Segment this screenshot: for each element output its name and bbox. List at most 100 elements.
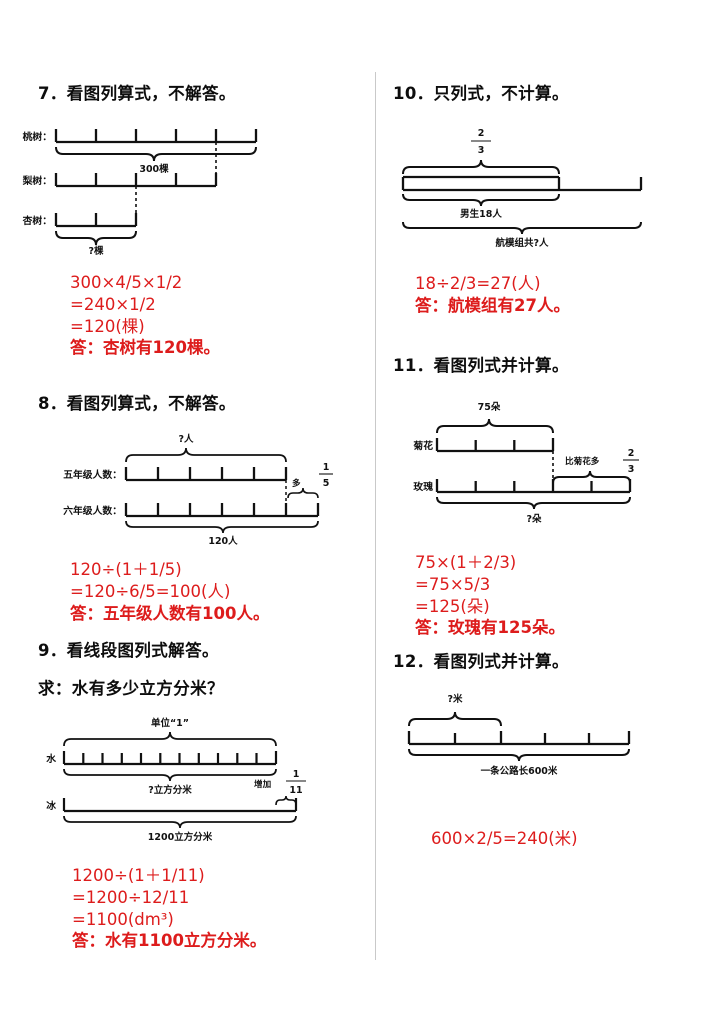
diagram-8-bar-1 xyxy=(124,503,320,518)
diagram-11-brace-label-above: 75朵 xyxy=(478,402,501,413)
question-block-9: 9．看线段图列式解答。 求：水有多少立方分米？ 单位“1” 水 xyxy=(38,637,378,952)
diagram-10: 2 3 男生18人 xyxy=(393,122,724,249)
diagram-9-row-label-0: 水 xyxy=(46,752,56,765)
answer-12-line-0: 600×2/5=240(米) xyxy=(431,829,578,848)
diagram-10-bar xyxy=(401,175,643,192)
diagram-11-extra-brace xyxy=(552,470,631,484)
diagram-9-brace-below-0 xyxy=(63,768,277,782)
answer-11-line-2: =125(朵) xyxy=(415,596,490,616)
diagram-10-part-label: 男生18人 xyxy=(460,208,502,220)
diagram-7-row-label-2: 杏树： xyxy=(22,214,52,227)
diagram-12-brace-below xyxy=(408,748,630,762)
answer-9-line-2: =1100(dm³) xyxy=(72,909,174,929)
diagram-7-row-label-1: 梨树： xyxy=(22,174,52,187)
diagram-8-brace-label-below: 120人 xyxy=(208,535,238,547)
diagram-9-extra-brace xyxy=(275,795,297,806)
diagram-9-brace-label-above: 单位“1” xyxy=(151,717,189,729)
diagram-8-bar-0 xyxy=(124,467,288,482)
question-title-8: 8．看图列算式，不解答。 xyxy=(38,394,236,413)
answer-8-line-2: 答：五年级人数有100人。 xyxy=(70,603,270,623)
answer-8-line-1: =120÷6/5=100(人) xyxy=(70,581,231,601)
diagram-10-brace-below-whole xyxy=(402,221,642,235)
answer-8-line-0: 120÷(1＋1/5) xyxy=(70,560,182,579)
question-block-10: 10．只列式，不计算。 2 3 xyxy=(393,80,724,317)
diagram-7-bar-2 xyxy=(54,213,138,228)
diagram-9: 单位“1” 水 ?立方分米 冰 xyxy=(38,715,378,843)
question-title-9: 9．看线段图列式解答。 xyxy=(38,641,219,660)
diagram-10-fraction-denominator: 3 xyxy=(478,145,485,156)
diagram-7-brace-label-0: 300棵 xyxy=(139,163,169,175)
diagram-9-brace-above-0 xyxy=(63,731,277,747)
diagram-8-brace-label-above: ?人 xyxy=(178,433,194,445)
diagram-11-bar-0 xyxy=(435,438,555,453)
answer-7-line-2: =120(棵) xyxy=(70,316,145,336)
diagram-8-fraction-numerator: 1 xyxy=(323,462,330,473)
diagram-11-bar-1 xyxy=(435,479,632,494)
diagram-8-fraction-denominator: 5 xyxy=(323,478,330,489)
diagram-9-fraction-denominator: 11 xyxy=(289,785,302,796)
answer-8: 120÷(1＋1/5) =120÷6/5=100(人) 答：五年级人数有100人… xyxy=(70,559,378,624)
diagram-9-brace-label-below-0: ?立方分米 xyxy=(148,784,192,796)
diagram-10-brace-above xyxy=(402,159,560,175)
diagram-12: ?米 一条公路长600米 xyxy=(393,690,724,780)
diagram-12-bar xyxy=(407,731,631,746)
diagram-11-row-label-0: 菊花 xyxy=(413,439,433,452)
diagram-11-fraction-denominator: 3 xyxy=(628,464,635,475)
diagram-9-bar-1 xyxy=(62,798,298,813)
diagram-9-brace-label-below-1: 1200立方分米 xyxy=(148,831,213,843)
question-title-12: 12．看图列式并计算。 xyxy=(393,652,569,671)
diagram-11-extra-label: 比菊花多 xyxy=(565,455,600,467)
answer-7-line-1: =240×1/2 xyxy=(70,294,156,314)
question-subtitle-9: 求：水有多少立方分米？ xyxy=(38,679,224,698)
diagram-10-fraction-numerator: 2 xyxy=(478,128,485,139)
diagram-12-brace-label-below: 一条公路长600米 xyxy=(481,765,558,777)
diagram-10-brace-below-part xyxy=(402,193,560,207)
question-title-10: 10．只列式，不计算。 xyxy=(393,84,569,103)
diagram-8-row-label-0: 五年级人数： xyxy=(63,468,122,481)
answer-11: 75×(1＋2/3) =75×5/3 =125(朵) 答：玫瑰有125朵。 xyxy=(415,552,724,639)
diagram-7: 桃树： 300棵 梨树： 杏树： xyxy=(22,120,378,257)
diagram-9-bar-0 xyxy=(62,751,278,766)
answer-12: 600×2/5=240(米) xyxy=(431,828,724,850)
diagram-7-brace-below-0 xyxy=(55,146,257,162)
diagram-8: ?人 五年级人数： 六年级人数： xyxy=(38,430,378,547)
answer-9-line-0: 1200÷(1＋1/11) xyxy=(72,866,205,885)
answer-11-line-0: 75×(1＋2/3) xyxy=(415,553,517,572)
diagram-11-row-label-1: 玫瑰 xyxy=(413,480,433,493)
diagram-12-brace-above xyxy=(408,711,502,727)
diagram-9-fraction-numerator: 1 xyxy=(293,769,300,780)
question-block-8: 8．看图列算式，不解答。 ?人 五年级人数： 六年级人数： xyxy=(38,390,378,624)
answer-10: 18÷2/3=27(人) 答：航模组有27人。 xyxy=(415,273,724,317)
answer-9: 1200÷(1＋1/11) =1200÷12/11 =1100(dm³) 答：水… xyxy=(72,865,378,952)
diagram-11-brace-above-0 xyxy=(436,418,554,434)
answer-7-line-3: 答：杏树有120棵。 xyxy=(70,338,220,358)
diagram-11: 75朵 菊花 比菊花多 2 3 xyxy=(393,398,724,525)
question-block-11: 11．看图列式并计算。 75朵 菊花 比菊花多 2 xyxy=(393,352,724,639)
diagram-8-extra-label: 多 xyxy=(292,477,301,489)
answer-7: 300×4/5×1/2 =240×1/2 =120(棵) 答：杏树有120棵。 xyxy=(70,272,378,359)
answer-7-line-0: 300×4/5×1/2 xyxy=(70,273,183,292)
column-divider xyxy=(375,72,376,960)
question-block-12: 12．看图列式并计算。 ?米 一条公路长600米 xyxy=(393,648,724,850)
diagram-10-whole-label: 航模组共?人 xyxy=(495,237,549,249)
answer-11-line-3: 答：玫瑰有125朵。 xyxy=(415,618,565,638)
diagram-7-brace-below-2 xyxy=(55,230,137,246)
diagram-9-extra-label: 增加 xyxy=(254,778,272,790)
diagram-8-row-label-1: 六年级人数： xyxy=(63,504,122,517)
diagram-12-brace-label-above: ?米 xyxy=(447,693,463,705)
diagram-9-brace-below-1 xyxy=(63,815,297,829)
diagram-8-extra-brace xyxy=(287,487,319,499)
answer-10-line-0: 18÷2/3=27(人) xyxy=(415,274,541,293)
diagram-11-brace-label-below: ?朵 xyxy=(526,514,542,525)
question-block-7: 7．看图列算式，不解答。 桃树： 300棵 梨树： xyxy=(22,80,378,359)
diagram-8-brace-below-1 xyxy=(125,520,319,534)
answer-9-line-1: =1200÷12/11 xyxy=(72,887,190,907)
diagram-8-brace-above-0 xyxy=(125,447,287,463)
question-title-11: 11．看图列式并计算。 xyxy=(393,356,569,375)
answer-9-line-3: 答：水有1100立方分米。 xyxy=(72,931,267,951)
question-title-7: 7．看图列算式，不解答。 xyxy=(38,84,236,103)
diagram-9-row-label-1: 冰 xyxy=(46,799,56,812)
diagram-11-brace-below-1 xyxy=(436,496,631,510)
diagram-7-bar-1 xyxy=(54,173,218,188)
